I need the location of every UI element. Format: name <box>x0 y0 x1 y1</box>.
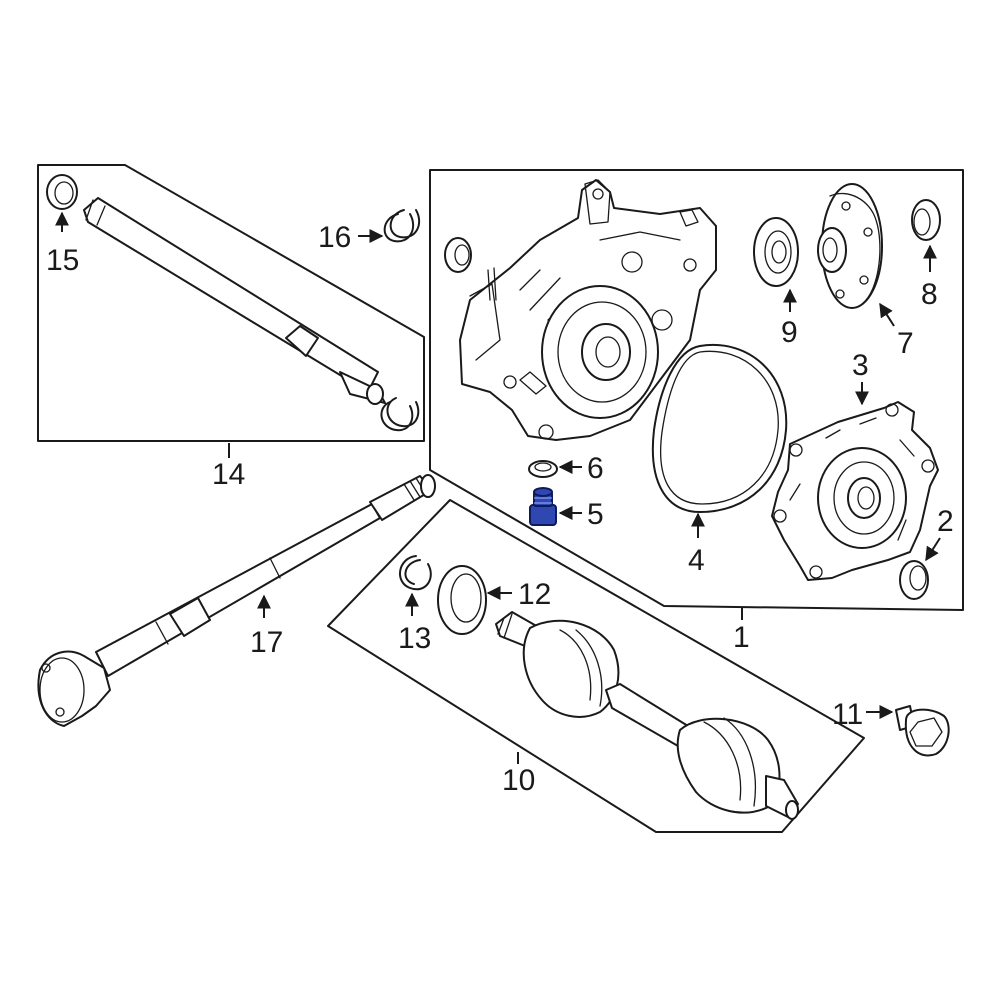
differential-housing[interactable] <box>459 179 717 441</box>
callout-15: 15 <box>46 244 79 277</box>
callout-12: 12 <box>518 578 551 611</box>
bolt-part-11[interactable] <box>895 705 950 757</box>
callout-5: 5 <box>587 498 604 531</box>
callout-3: 3 <box>852 349 869 382</box>
snap-ring-part-16[interactable] <box>383 209 421 243</box>
group-box-14 <box>37 164 425 442</box>
callout-8: 8 <box>921 278 938 311</box>
callout-17: 17 <box>250 626 283 659</box>
plug-part-8[interactable] <box>911 199 941 241</box>
seal-part-9[interactable] <box>753 217 799 287</box>
seal-part-15[interactable] <box>46 174 78 210</box>
group-box-10 <box>327 499 865 833</box>
cv-axle-part-10[interactable] <box>495 611 799 820</box>
snap-ring-in-box-14[interactable] <box>380 397 420 432</box>
callout-6: 6 <box>587 452 604 485</box>
cover-part-3[interactable] <box>771 401 939 581</box>
gasket-part-4[interactable] <box>651 343 788 513</box>
callout-leaders <box>55 211 941 764</box>
seal-part-2[interactable] <box>899 560 929 600</box>
callout-7: 7 <box>897 327 914 360</box>
callout-14: 14 <box>212 458 245 491</box>
flange-part-7[interactable] <box>817 183 883 309</box>
drain-plug-part-5[interactable] <box>529 487 557 526</box>
callout-4: 4 <box>688 544 705 577</box>
callout-16: 16 <box>318 221 351 254</box>
callout-1: 1 <box>733 621 750 654</box>
callout-9: 9 <box>781 316 798 349</box>
drive-shaft-part-17[interactable] <box>37 474 436 727</box>
seal-part-12[interactable] <box>437 565 487 635</box>
callout-11: 11 <box>832 698 863 731</box>
washer-part-6[interactable] <box>528 460 558 478</box>
callout-labels: 1 2 3 4 5 6 7 8 9 10 11 12 13 14 15 16 1… <box>46 221 954 797</box>
callout-2: 2 <box>937 505 954 538</box>
snap-ring-part-13[interactable] <box>399 555 432 591</box>
group-box-1 <box>429 169 964 611</box>
callout-10: 10 <box>502 764 535 797</box>
shaft-part-14[interactable] <box>83 197 386 405</box>
housing-plug[interactable] <box>444 237 472 273</box>
callout-13: 13 <box>398 622 431 655</box>
